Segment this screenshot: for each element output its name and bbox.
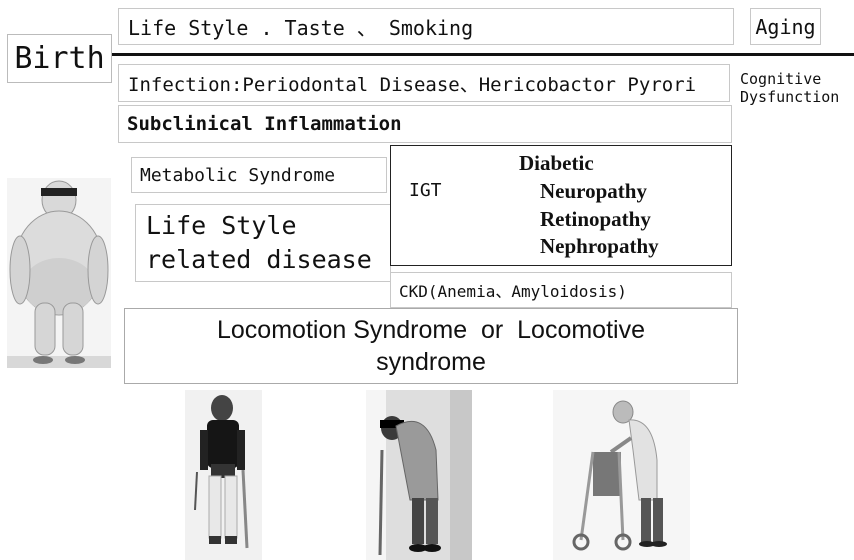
cane-user-photo xyxy=(185,390,262,560)
aging-label: Aging xyxy=(755,15,815,39)
ckd-box: CKD(Anemia、Amyloidosis) xyxy=(390,272,732,308)
lifestyle-disease-line2: related disease xyxy=(146,243,372,277)
timeline-line xyxy=(112,53,854,56)
nephropathy-label: Nephropathy xyxy=(519,233,659,261)
igt-label: IGT xyxy=(409,180,442,201)
diabetic-label: Diabetic xyxy=(519,150,594,178)
retinopathy-label: Retinopathy xyxy=(519,206,651,234)
cognitive-box: Cognitive Dysfunction xyxy=(734,62,854,114)
locomotion-box: Locomotion Syndrome or Locomotive syndro… xyxy=(124,308,738,384)
birth-box: Birth xyxy=(7,34,112,83)
aging-box: Aging xyxy=(750,8,821,45)
infection-box: Infection:Periodontal Disease、Hericobact… xyxy=(118,64,730,102)
obese-patient-photo xyxy=(7,178,111,368)
cognitive-label-line1: Cognitive xyxy=(740,70,821,88)
igt-box: IGT xyxy=(390,145,492,266)
subclinical-box: Subclinical Inflammation xyxy=(118,105,732,143)
cognitive-label-line2: Dysfunction xyxy=(740,88,839,106)
locomotion-label-line2: syndrome xyxy=(376,346,486,379)
walker-user-photo xyxy=(553,390,690,560)
lifestyle-disease-line1: Life Style xyxy=(146,209,297,243)
infection-label: Infection:Periodontal Disease、Hericobact… xyxy=(128,70,696,97)
locomotion-label-line1: Locomotion Syndrome or Locomotive xyxy=(217,314,645,347)
ckd-label: CKD(Anemia、Amyloidosis) xyxy=(399,278,627,302)
lifestyle-taste-label: Life Style . Taste 、 Smoking xyxy=(128,12,473,41)
lifestyle-taste-box: Life Style . Taste 、 Smoking xyxy=(118,8,734,45)
bent-elder-photo xyxy=(366,390,472,560)
birth-label: Birth xyxy=(14,41,104,76)
metabolic-box: Metabolic Syndrome xyxy=(131,157,387,193)
diabetic-box: Diabetic Neuropathy Retinopathy Nephropa… xyxy=(491,145,732,266)
neuropathy-label: Neuropathy xyxy=(519,178,647,206)
lifestyle-disease-box: Life Style related disease xyxy=(135,204,391,282)
metabolic-label: Metabolic Syndrome xyxy=(140,165,335,186)
subclinical-label: Subclinical Inflammation xyxy=(127,113,402,135)
